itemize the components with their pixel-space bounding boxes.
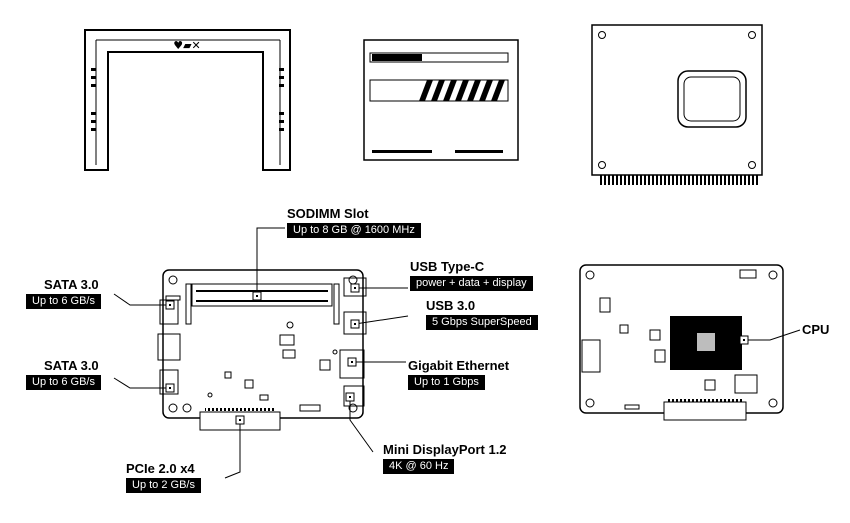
case-frame-front-view — [84, 29, 291, 171]
main-board — [162, 269, 364, 419]
displayport-title: Mini DisplayPort 1.2 — [383, 442, 507, 457]
sodimm-slot — [185, 283, 340, 325]
sodimm-title: SODIMM Slot — [287, 206, 369, 221]
case-logo-icons: ♥▰✕ — [173, 39, 201, 52]
sata-top-title: SATA 3.0 — [44, 277, 99, 292]
pcie-title: PCIe 2.0 x4 — [126, 461, 195, 476]
sata-bottom-detail: Up to 6 GB/s — [26, 375, 101, 390]
sodimm-detail: Up to 8 GB @ 1600 MHz — [287, 223, 421, 238]
board-ports-left — [157, 295, 181, 395]
usb3-title: USB 3.0 — [426, 298, 476, 313]
case-frame-vents — [91, 68, 284, 131]
usb-c-detail: power + data + display — [410, 276, 533, 291]
pcie-detail: Up to 2 GB/s — [126, 478, 201, 493]
board-components — [207, 321, 338, 412]
cpu-title: CPU — [802, 322, 830, 337]
board-ports-right — [339, 277, 367, 407]
case-top-panel — [363, 39, 519, 161]
ethernet-title: Gigabit Ethernet — [408, 358, 510, 373]
displayport-detail: 4K @ 60 Hz — [383, 459, 455, 474]
case-bottom-panel — [591, 24, 763, 185]
cpu-chip — [670, 316, 742, 370]
callout-leaders — [113, 227, 801, 479]
sata-top-detail: Up to 6 GB/s — [26, 294, 101, 309]
usb-c-title: USB Type-C — [410, 259, 485, 274]
ethernet-detail: Up to 1 Gbps — [408, 375, 485, 390]
sata-bottom-title: SATA 3.0 — [44, 358, 99, 373]
usb3-detail: 5 Gbps SuperSpeed — [426, 315, 538, 330]
